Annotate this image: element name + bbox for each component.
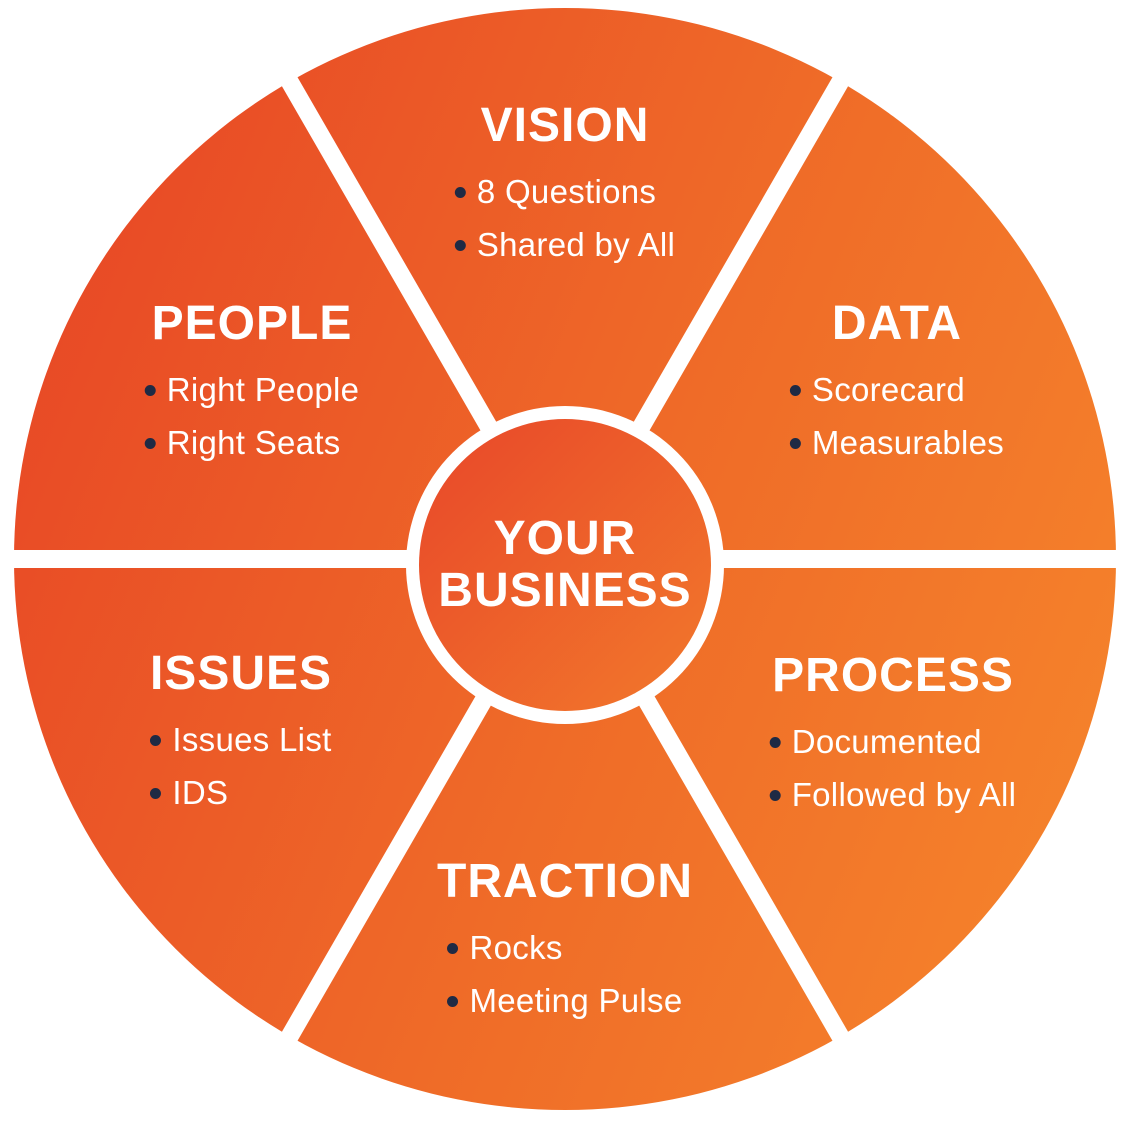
segment-process: PROCESS Documented Followed by All (769, 649, 1017, 828)
bullet-dot (789, 437, 801, 449)
segment-process-title: PROCESS (772, 649, 1014, 702)
segment-people-title: PEOPLE (151, 297, 353, 350)
segment-traction-title: TRACTION (437, 855, 693, 908)
bullet-dot (769, 736, 781, 748)
segment-traction-list: Rocks Meeting Pulse (447, 928, 682, 1034)
list-item: IDS (150, 773, 331, 813)
segment-people-list: Right People Right Seats (144, 370, 360, 476)
center-circle (419, 419, 711, 711)
segment-people: PEOPLE Right People Right Seats (144, 297, 360, 476)
list-item: Right People (144, 370, 360, 410)
segment-process-list: Documented Followed by All (769, 722, 1017, 828)
bullet-dot (769, 789, 781, 801)
list-item: Issues List (150, 720, 331, 760)
segment-issues-list: Issues List IDS (150, 720, 331, 826)
segment-issues-title: ISSUES (149, 647, 333, 700)
list-item-label: Right People (166, 371, 360, 408)
list-item: 8 Questions (454, 172, 675, 212)
segment-traction: TRACTION Rocks Meeting Pulse (437, 858, 693, 1034)
bullet-dot (150, 787, 162, 799)
list-item: Right Seats (144, 423, 360, 463)
list-item-label: Right Seats (166, 424, 341, 461)
list-item-label: Rocks (469, 929, 563, 966)
bullet-dot (447, 995, 459, 1007)
segment-vision-list: 8 Questions Shared by All (454, 172, 676, 278)
list-item: Shared by All (454, 225, 676, 265)
bullet-dot (447, 942, 459, 954)
bullet-dot (150, 734, 162, 746)
bullet-dot (789, 384, 801, 396)
list-item: Followed by All (769, 775, 1017, 815)
list-item-label: Shared by All (476, 226, 676, 263)
bullet-dot (454, 186, 466, 198)
center-label-line1: YOUR (493, 512, 637, 565)
list-item-label: Issues List (172, 721, 332, 758)
segment-issues: ISSUES Issues List IDS (150, 650, 332, 826)
segment-data: DATA Scorecard Measurables (789, 297, 1005, 476)
bullet-dot (454, 239, 466, 251)
list-item: Scorecard (789, 370, 1004, 410)
list-item-label: Followed by All (791, 776, 1017, 813)
center-label: YOUR BUSINESS (438, 513, 691, 617)
list-item-label: Documented (791, 723, 982, 760)
bullet-dot (144, 437, 156, 449)
segment-data-list: Scorecard Measurables (789, 370, 1005, 476)
list-item-label: 8 Questions (476, 173, 657, 210)
list-item-label: Scorecard (811, 371, 965, 408)
segment-data-title: DATA (831, 297, 963, 350)
list-item: Documented (769, 722, 1017, 762)
bullet-dot (144, 384, 156, 396)
list-item-label: Measurables (811, 424, 1005, 461)
list-item: Rocks (447, 928, 682, 968)
list-item: Measurables (789, 423, 1005, 463)
center-label-line2: BUSINESS (438, 564, 692, 617)
divider-lines (8, 72, 1122, 1046)
list-item: Meeting Pulse (447, 981, 682, 1021)
list-item-label: IDS (172, 774, 229, 811)
list-item-label: Meeting Pulse (469, 982, 683, 1019)
segment-vision-title: VISION (480, 99, 650, 152)
segment-vision: VISION 8 Questions Shared by All (454, 99, 676, 278)
